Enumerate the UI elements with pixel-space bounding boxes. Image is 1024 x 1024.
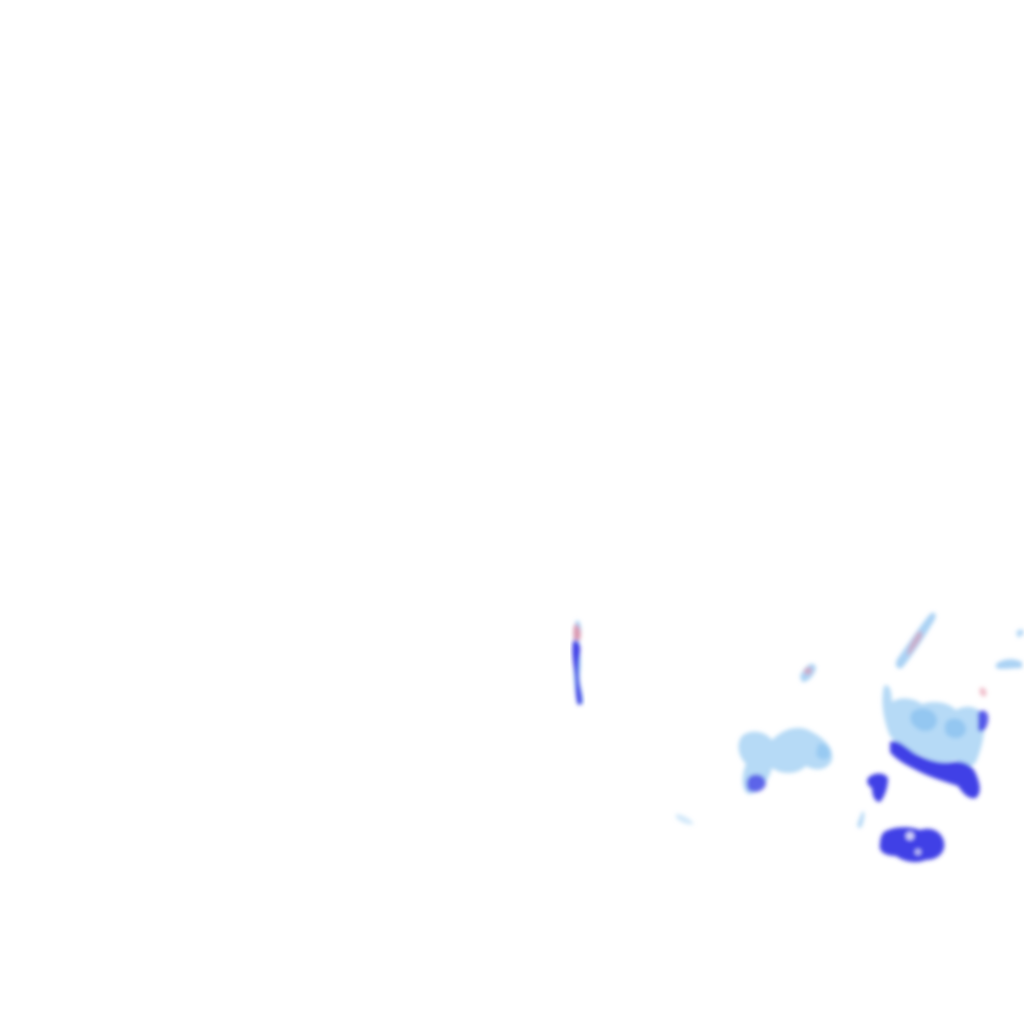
echo-light <box>857 811 865 829</box>
echo-light <box>944 718 966 739</box>
echo-light <box>910 708 937 732</box>
echo-cluster-west <box>676 727 833 825</box>
echo-small-patches <box>800 612 1024 682</box>
echo-heavy <box>746 774 766 792</box>
echo-light <box>816 743 831 760</box>
echo-isolated-cells <box>857 773 888 829</box>
echo-light <box>676 814 694 825</box>
echo-heavy <box>890 741 980 799</box>
echo-intense <box>979 687 987 697</box>
echo-gap <box>915 849 921 855</box>
echo-heavy <box>879 827 945 863</box>
echo-heavy <box>572 640 583 705</box>
echo-heavy <box>867 773 888 802</box>
echo-intense <box>804 667 812 675</box>
echo-cell-south <box>879 827 945 863</box>
echo-intense <box>573 624 581 640</box>
echo-cell-center <box>572 620 584 705</box>
echo-intense <box>907 631 923 656</box>
echo-gap <box>906 832 914 840</box>
echo-light <box>1016 629 1024 638</box>
echo-band-east <box>882 685 989 799</box>
echo-light <box>996 659 1022 669</box>
echo-heavy <box>978 710 989 732</box>
